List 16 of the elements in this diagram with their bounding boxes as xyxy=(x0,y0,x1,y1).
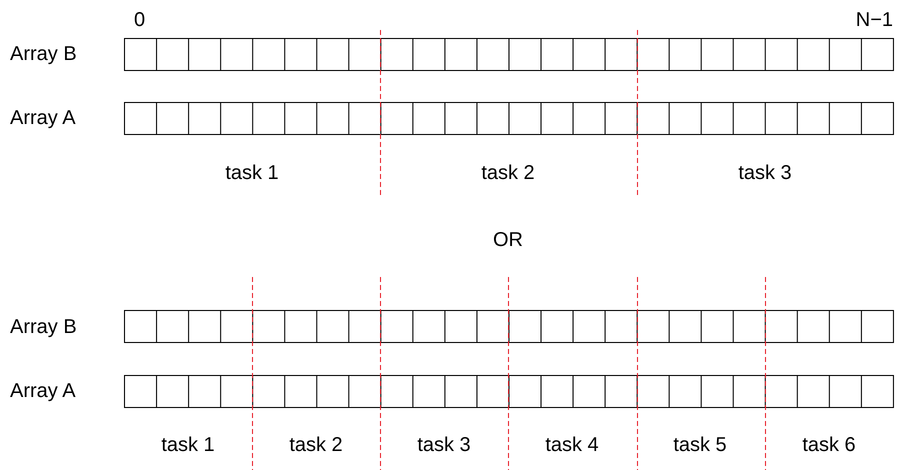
task-label: task 5 xyxy=(673,433,727,457)
task-label: task 2 xyxy=(481,161,535,185)
array-label: Array A xyxy=(10,106,76,130)
array-label: Array B xyxy=(10,42,77,66)
task-label: task 1 xyxy=(161,433,215,457)
index-label: 0 xyxy=(134,8,146,32)
array-label: Array A xyxy=(10,379,76,403)
task-label: task 6 xyxy=(802,433,856,457)
or-label: OR xyxy=(493,228,523,252)
task-label: task 1 xyxy=(225,161,279,185)
task-label: task 3 xyxy=(738,161,792,185)
index-label: N−1 xyxy=(856,8,893,32)
task-label: task 4 xyxy=(545,433,599,457)
task-label: task 2 xyxy=(289,433,343,457)
array-label: Array B xyxy=(10,315,77,339)
task-label: task 3 xyxy=(417,433,471,457)
